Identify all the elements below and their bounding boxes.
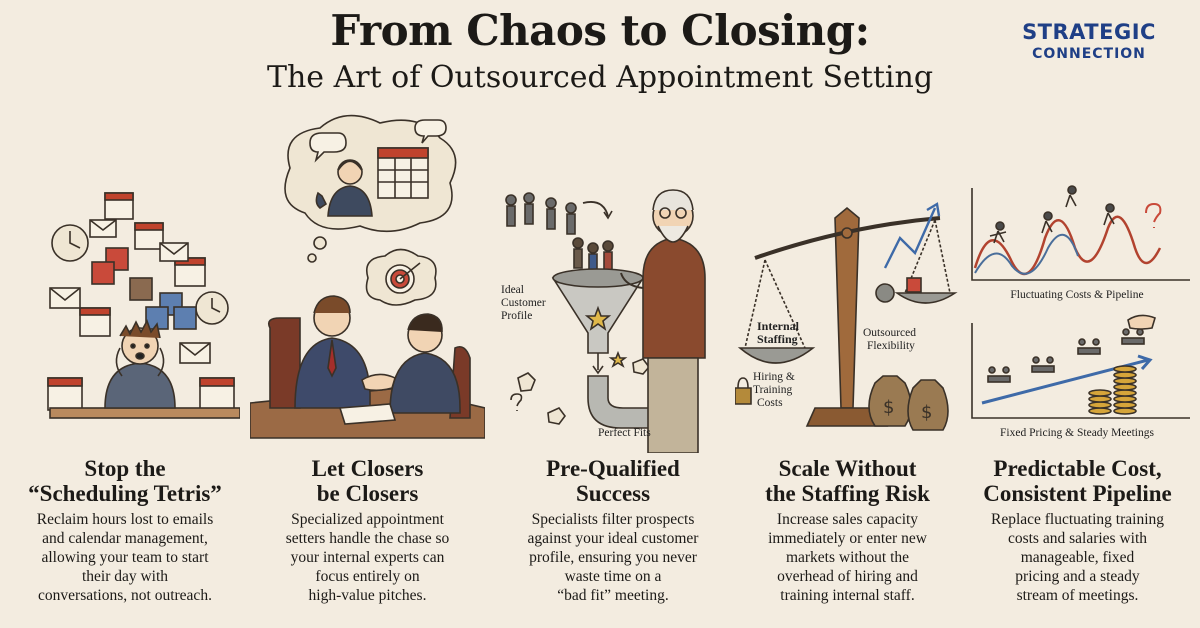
panel-heading: Let Closers be Closers: [311, 456, 424, 506]
scale-pan-right: [894, 292, 958, 304]
tetris-block-icon: [129, 277, 153, 301]
money-bag-icon: [907, 379, 949, 431]
panel-body: Increase sales capacity immediately or e…: [768, 511, 927, 604]
internal-label-1: Internal: [757, 319, 800, 333]
icp-label-3: Profile: [501, 310, 532, 322]
bottom-chart-axes: [971, 323, 1190, 419]
perfect-fits-label: Perfect Fits: [598, 427, 651, 439]
document-icon: [338, 403, 397, 425]
scale-pillar: [834, 206, 860, 409]
top-chart-axes: [971, 188, 1190, 281]
money-bag-icon: [868, 375, 912, 427]
page-subtitle: The Art of Outsourced Appointment Settin…: [266, 60, 934, 95]
panel-heading: Predictable Cost, Consistent Pipeline: [983, 456, 1172, 506]
crumpled-paper-icon: [632, 358, 651, 375]
panel-body: Reclaim hours lost to emails and calenda…: [36, 511, 214, 604]
handshake-icon: [1127, 314, 1156, 330]
running-figures: [989, 185, 1115, 244]
crumpled-paper-icon: [547, 407, 566, 425]
illustration-balance-scale: $ $ Internal Staffing Hiring & Training …: [735, 202, 958, 431]
icp-label-2: Customer: [501, 297, 546, 309]
panel-body: Replace fluctuating training costs and s…: [990, 511, 1165, 604]
growth-arrow-icon: [883, 202, 941, 269]
panel-heading: Scale Without the Staffing Risk: [765, 456, 930, 506]
headset-agent: [327, 185, 373, 217]
speech-bubble-icon: [414, 119, 447, 144]
outsourced-label-2: Flexibility: [867, 340, 915, 352]
prospect-figures: [505, 192, 577, 235]
outsourced-label-1: Outsourced: [863, 327, 916, 339]
panel-heading: Pre-Qualified Success: [546, 456, 680, 506]
crumpled-paper-icon: [517, 372, 536, 392]
illustration-chaos-desk: [47, 192, 240, 419]
handshake-icon: [361, 373, 396, 392]
hiring-label-3: Costs: [757, 397, 783, 409]
panel-heading: Stop the “Scheduling Tetris”: [28, 456, 222, 506]
panel-let-closers-close: Let Closers be Closers Specialized appoi…: [250, 108, 485, 628]
panel-body: Specialized appointment setters handle t…: [285, 511, 450, 604]
phone-icon: [315, 191, 328, 209]
svg-text:$: $: [883, 397, 894, 418]
hiring-label-1: Hiring &: [753, 371, 795, 383]
gear-icon: [875, 283, 895, 303]
panel-pre-qualified: Ideal Customer Profile Perfect Fits Pre-…: [493, 108, 733, 628]
illustration-handshake-meeting: [250, 114, 485, 439]
stressed-person: [104, 362, 176, 409]
illustration-filter-funnel: Ideal Customer Profile Perfect Fits: [501, 189, 706, 453]
page-title: From Chaos to Closing:: [330, 6, 870, 55]
icp-label-1: Ideal: [501, 284, 524, 296]
scale-pan-left: [737, 347, 816, 364]
logo-line-2: CONNECTION: [1032, 46, 1146, 62]
internal-label-2: Staffing: [757, 332, 798, 346]
panel-predictable-cost: Fluctuating Costs & Pipeline Fixed Prici…: [960, 108, 1195, 628]
panel-scale-without-risk: $ $ Internal Staffing Hiring & Training …: [735, 108, 960, 628]
illustration-cost-charts: Fluctuating Costs & Pipeline Fixed Prici…: [971, 185, 1190, 439]
top-chart-label: Fluctuating Costs & Pipeline: [1010, 289, 1143, 301]
logo-line-1: STRATEGIC: [1022, 20, 1156, 44]
panel-body: Specialists filter prospects against you…: [527, 511, 699, 604]
svg-text:$: $: [921, 402, 932, 423]
meeting-groups: [987, 328, 1145, 383]
star-icon: [584, 305, 612, 331]
brand-logo: STRATEGIC CONNECTION: [1004, 20, 1174, 62]
qualified-figures: [572, 237, 614, 274]
speech-bubble-icon: [309, 132, 347, 163]
star-icon: [608, 350, 628, 368]
panel-scheduling-tetris: Stop the “Scheduling Tetris” Reclaim hou…: [10, 108, 240, 628]
expert-man: [642, 237, 706, 359]
businessman-right: [389, 352, 461, 414]
hiring-label-2: Training: [753, 384, 792, 396]
coin-stack-icon: [1088, 365, 1137, 415]
bottom-chart-label: Fixed Pricing & Steady Meetings: [1000, 427, 1154, 439]
padlock-icon: [735, 387, 752, 405]
